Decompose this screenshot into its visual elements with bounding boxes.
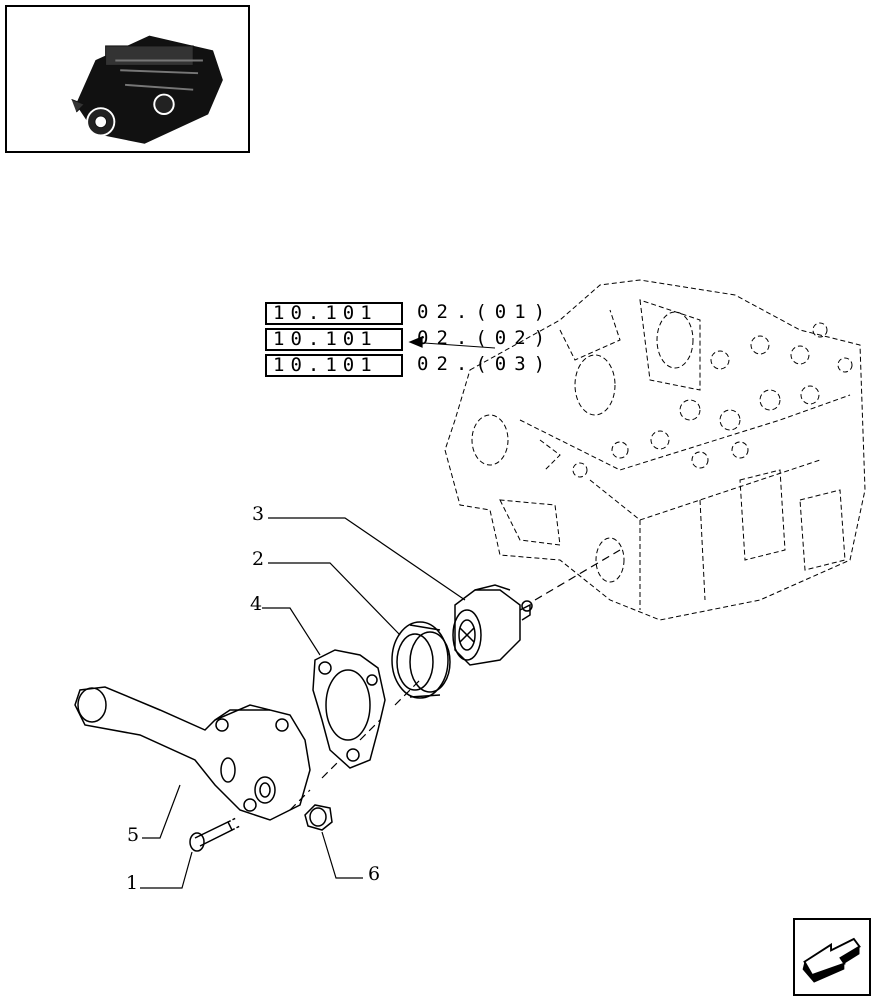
thermostat-housing <box>74 686 311 821</box>
reference-code: 10.101 <box>265 328 403 351</box>
back-navigation-button[interactable] <box>793 918 871 996</box>
engine-block-phantom <box>444 279 866 621</box>
bolt <box>189 817 241 852</box>
reference-suffix: 02.(02) <box>417 327 554 349</box>
reference-code: 10.101 <box>265 302 403 325</box>
engine-thumbnail <box>5 5 250 153</box>
leader-5 <box>142 784 181 839</box>
reference-leader <box>409 341 496 349</box>
callout-2: 2 <box>252 548 265 570</box>
gasket <box>312 649 386 769</box>
callout-3: 3 <box>252 503 265 525</box>
leader-4 <box>262 607 321 656</box>
plug <box>304 804 333 831</box>
callout-1: 1 <box>126 872 139 894</box>
reference-suffix: 02.(01) <box>417 301 554 323</box>
leader-6 <box>321 831 363 879</box>
reference-row-2[interactable]: 10.101 02.(02) <box>265 328 567 351</box>
engine-thumbnail-icon <box>71 35 223 144</box>
leader-3 <box>268 517 466 601</box>
callout-5: 5 <box>127 824 140 846</box>
leader-1 <box>140 851 193 889</box>
reference-code: 10.101 <box>265 354 403 377</box>
leader-2 <box>268 562 401 636</box>
reference-row-1[interactable]: 10.101 02.(01) <box>265 302 567 325</box>
callout-6: 6 <box>368 863 381 885</box>
callout-4: 4 <box>250 593 263 615</box>
arrow-back-icon <box>802 937 861 983</box>
thermostat <box>452 584 533 666</box>
seal-ring <box>391 621 451 699</box>
